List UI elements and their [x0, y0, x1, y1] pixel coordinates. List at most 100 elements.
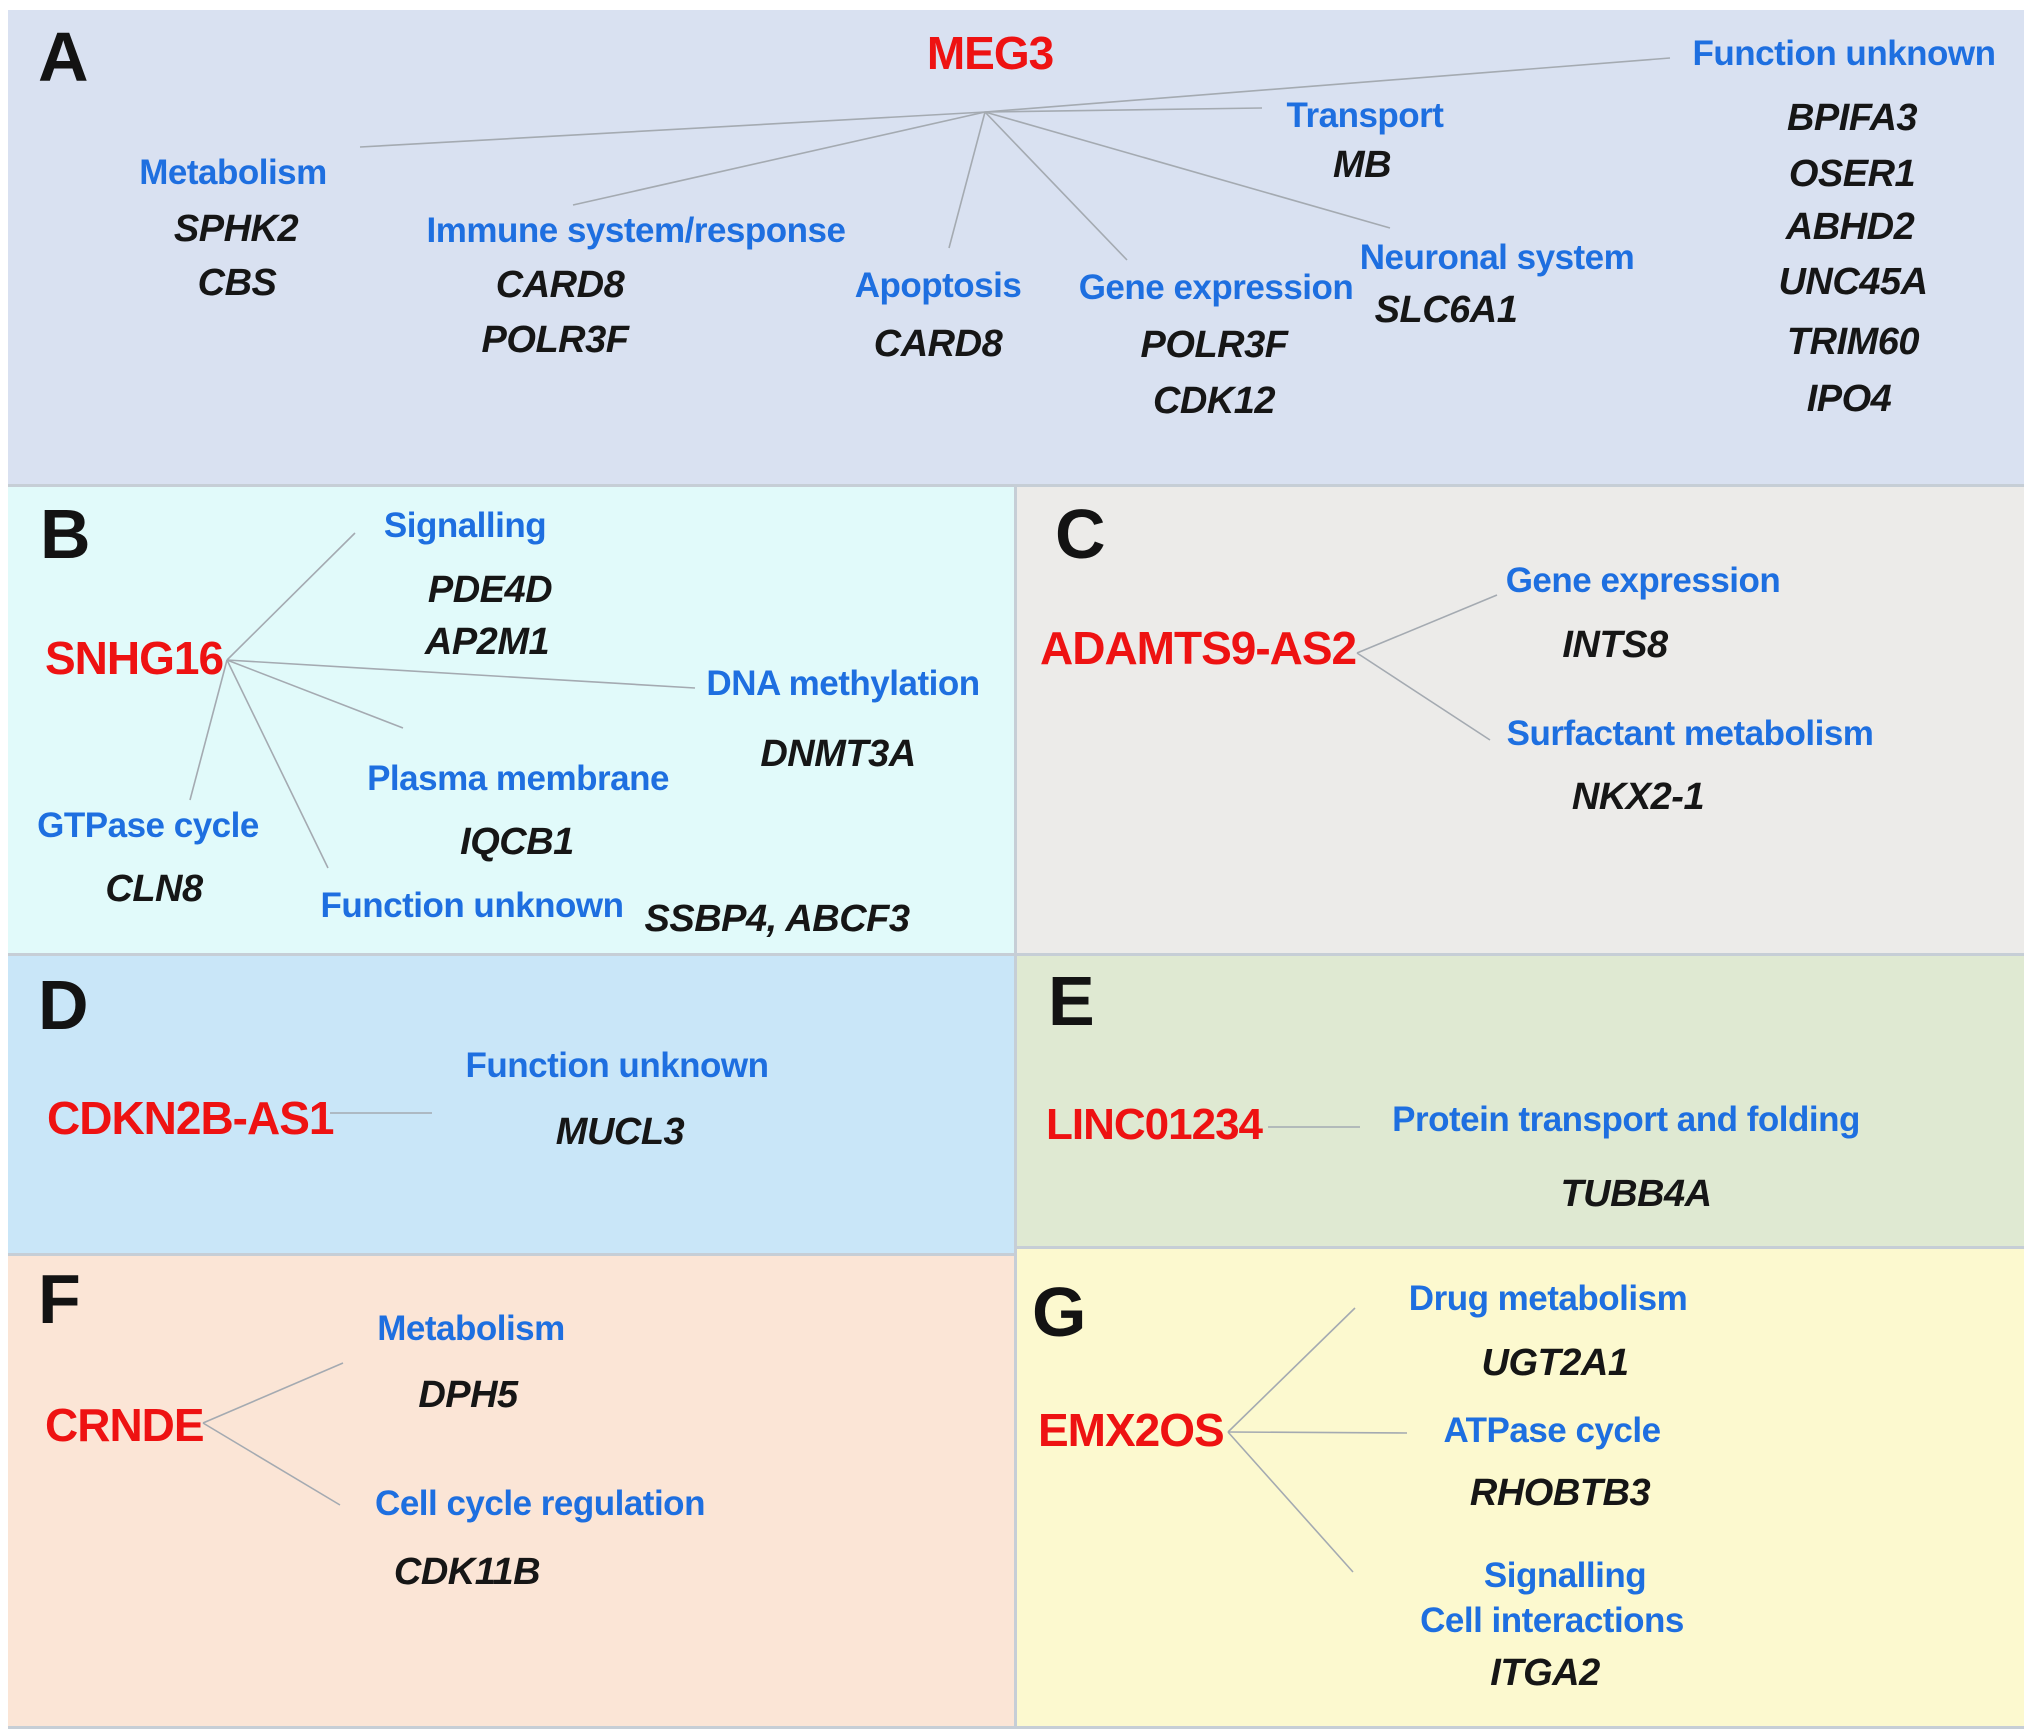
gene-ipo4: IPO4	[1806, 378, 1892, 420]
connector-line	[1227, 1307, 1356, 1433]
gene-itga2: ITGA2	[1490, 1652, 1600, 1694]
panel-a-meg3: A MEG3 Metabolism SPHK2 CBS Immune syste…	[8, 10, 2024, 484]
category-transport: Transport	[1286, 96, 1444, 135]
panel-letter: G	[1032, 1273, 1087, 1351]
category-cell-cycle-regulation: Cell cycle regulation	[375, 1484, 705, 1523]
gene-nkx2-1: NKX2-1	[1571, 776, 1705, 818]
connector-line	[948, 111, 986, 249]
gene-polr3f: POLR3F	[481, 319, 629, 361]
category-function-unknown: Function unknown	[320, 886, 624, 925]
category-immune-system: Immune system/response	[426, 211, 846, 250]
panel-letter: D	[38, 966, 89, 1044]
connector-line	[226, 532, 356, 661]
connector-line	[359, 111, 986, 148]
gene-card8-2: CARD8	[873, 323, 1003, 365]
gene-card8: CARD8	[495, 264, 625, 306]
panel-b-snhg16: B SNHG16 Signalling PDE4D AP2M1 DNA meth…	[8, 487, 1014, 953]
connector-line	[984, 111, 1128, 261]
panel-letter: F	[38, 1260, 81, 1338]
gene-polr3f-2: POLR3F	[1140, 324, 1288, 366]
connector-line	[202, 1422, 341, 1506]
category-signalling: Signalling	[1483, 1556, 1647, 1595]
connector-line	[1227, 1431, 1354, 1573]
category-metabolism: Metabolism	[139, 153, 327, 192]
connector-line	[984, 107, 1263, 113]
gene-tubb4a: TUBB4A	[1560, 1173, 1712, 1215]
panel-g-emx2os: G EMX2OS Drug metabolism UGT2A1 ATPase c…	[1017, 1249, 2024, 1726]
lncrna-crnde: CRNDE	[45, 1399, 205, 1451]
gene-bpifa3: BPIFA3	[1786, 97, 1918, 139]
connector-line	[984, 111, 1391, 229]
connector-lines	[202, 1362, 344, 1506]
category-gtpase-cycle: GTPase cycle	[37, 806, 259, 845]
connector-line	[1356, 594, 1498, 654]
gene-rhobtb3: RHOBTB3	[1469, 1472, 1651, 1514]
connector-line	[1356, 652, 1491, 741]
lncrna-cdkn2b-as1: CDKN2B-AS1	[47, 1092, 334, 1144]
category-metabolism: Metabolism	[377, 1309, 565, 1348]
category-function-unknown: Function unknown	[1692, 34, 1996, 73]
gene-sphk2: SPHK2	[173, 208, 299, 250]
category-gene-expression: Gene expression	[1078, 268, 1354, 307]
category-apoptosis: Apoptosis	[854, 266, 1022, 305]
connector-line	[226, 659, 404, 729]
gene-iqcb1: IQCB1	[460, 821, 574, 863]
gene-cdk11b: CDK11B	[393, 1551, 541, 1593]
gene-dnmt3a: DNMT3A	[760, 733, 916, 775]
connector-lines	[189, 532, 696, 869]
gene-mb: MB	[1332, 144, 1392, 186]
connector-line	[189, 659, 228, 801]
connector-line	[202, 1362, 344, 1424]
connector-line	[226, 659, 329, 869]
panel-e-linc01234: E LINC01234 Protein transport and foldin…	[1017, 956, 2024, 1246]
connector-line	[572, 111, 986, 206]
connector-lines	[1356, 594, 1498, 741]
gene-ap2m1: AP2M1	[424, 621, 550, 663]
lncrna-emx2os: EMX2OS	[1038, 1404, 1225, 1456]
panel-letter: E	[1048, 962, 1095, 1040]
gene-ssbp4-abcf3: SSBP4, ABCF3	[644, 898, 911, 940]
category-atpase-cycle: ATPase cycle	[1443, 1411, 1661, 1450]
category-surfactant-metabolism: Surfactant metabolism	[1506, 714, 1874, 753]
gene-cln8: CLN8	[105, 868, 203, 910]
category-signalling: Signalling	[383, 506, 547, 545]
gene-trim60: TRIM60	[1786, 321, 1920, 363]
gene-dph5: DPH5	[418, 1374, 518, 1416]
category-function-unknown: Function unknown	[465, 1046, 769, 1085]
category-protein-transport-folding: Protein transport and folding	[1392, 1100, 1860, 1139]
gene-slc6a1: SLC6A1	[1374, 289, 1518, 331]
panel-d-cdkn2b-as1: D CDKN2B-AS1 Function unknown MUCL3	[8, 956, 1014, 1253]
connector-lines	[1227, 1307, 1408, 1573]
gene-ints8: INTS8	[1562, 624, 1668, 666]
category-cell-interactions: Cell interactions	[1420, 1601, 1684, 1640]
panel-c-adamts9-as2: C ADAMTS9-AS2 Gene expression INTS8 Surf…	[1017, 487, 2024, 953]
gene-mucl3: MUCL3	[555, 1111, 685, 1153]
gene-oser1: OSER1	[1788, 153, 1916, 195]
panel-letter: C	[1055, 495, 1106, 573]
gene-unc45a: UNC45A	[1778, 261, 1928, 303]
gene-abhd2: ABHD2	[1785, 206, 1915, 248]
lncrna-snhg16: SNHG16	[45, 632, 224, 684]
connector-lines	[330, 1112, 432, 1114]
connector-lines	[359, 57, 1671, 261]
connector-line	[226, 659, 696, 689]
category-dna-methylation: DNA methylation	[706, 664, 980, 703]
panel-f-crnde: F CRNDE Metabolism DPH5 Cell cycle regul…	[8, 1256, 1014, 1726]
gene-cbs: CBS	[197, 262, 277, 304]
category-gene-expression: Gene expression	[1505, 561, 1781, 600]
lncrna-linc01234: LINC01234	[1046, 1100, 1263, 1149]
category-plasma-membrane: Plasma membrane	[367, 759, 669, 798]
panel-letter: A	[38, 18, 89, 96]
gene-pde4d: PDE4D	[427, 569, 553, 611]
gene-ugt2a1: UGT2A1	[1481, 1342, 1629, 1384]
connector-line	[1227, 1431, 1408, 1434]
lncrna-meg3: MEG3	[926, 27, 1054, 79]
panel-letter: B	[40, 495, 91, 573]
connector-lines	[1268, 1126, 1360, 1128]
category-neuronal-system: Neuronal system	[1359, 238, 1635, 277]
figure-board: A MEG3 Metabolism SPHK2 CBS Immune syste…	[8, 10, 2024, 1729]
gene-cdk12: CDK12	[1152, 380, 1276, 422]
category-drug-metabolism: Drug metabolism	[1408, 1279, 1688, 1318]
lncrna-adamts9-as2: ADAMTS9-AS2	[1040, 622, 1357, 674]
connector-line	[984, 57, 1671, 113]
